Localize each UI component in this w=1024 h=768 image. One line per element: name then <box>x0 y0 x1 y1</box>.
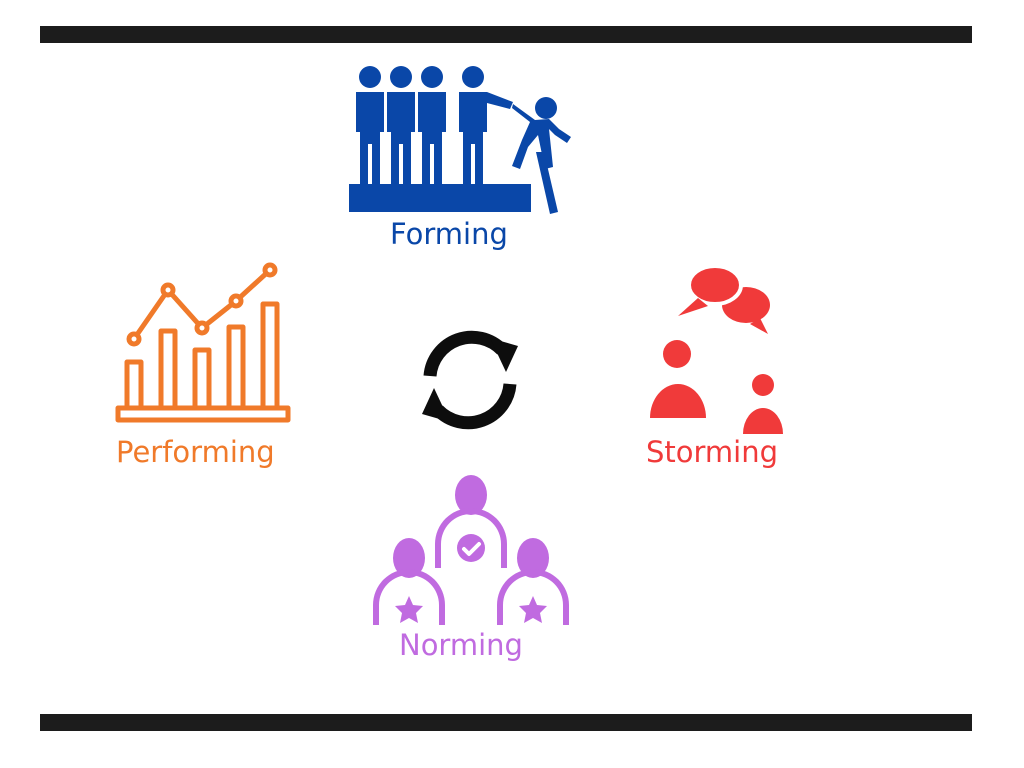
team-approval-icon <box>373 475 569 625</box>
stage-forming: Forming <box>340 60 600 260</box>
people-conflict-icon <box>650 264 783 434</box>
stage-norming: Norming <box>365 470 580 670</box>
stage-performing: Performing <box>108 260 308 475</box>
cycle-arrows-icon <box>422 330 518 430</box>
growth-chart-icon <box>115 262 291 423</box>
stage-storming: Storming <box>640 260 810 475</box>
norming-label: Norming <box>399 628 523 662</box>
top-rule <box>40 26 972 43</box>
forming-label: Forming <box>390 217 508 251</box>
bottom-rule <box>40 714 972 731</box>
team-joining-icon <box>349 66 571 214</box>
performing-label: Performing <box>116 435 275 469</box>
cycle-center <box>410 320 530 440</box>
storming-label: Storming <box>646 435 779 469</box>
